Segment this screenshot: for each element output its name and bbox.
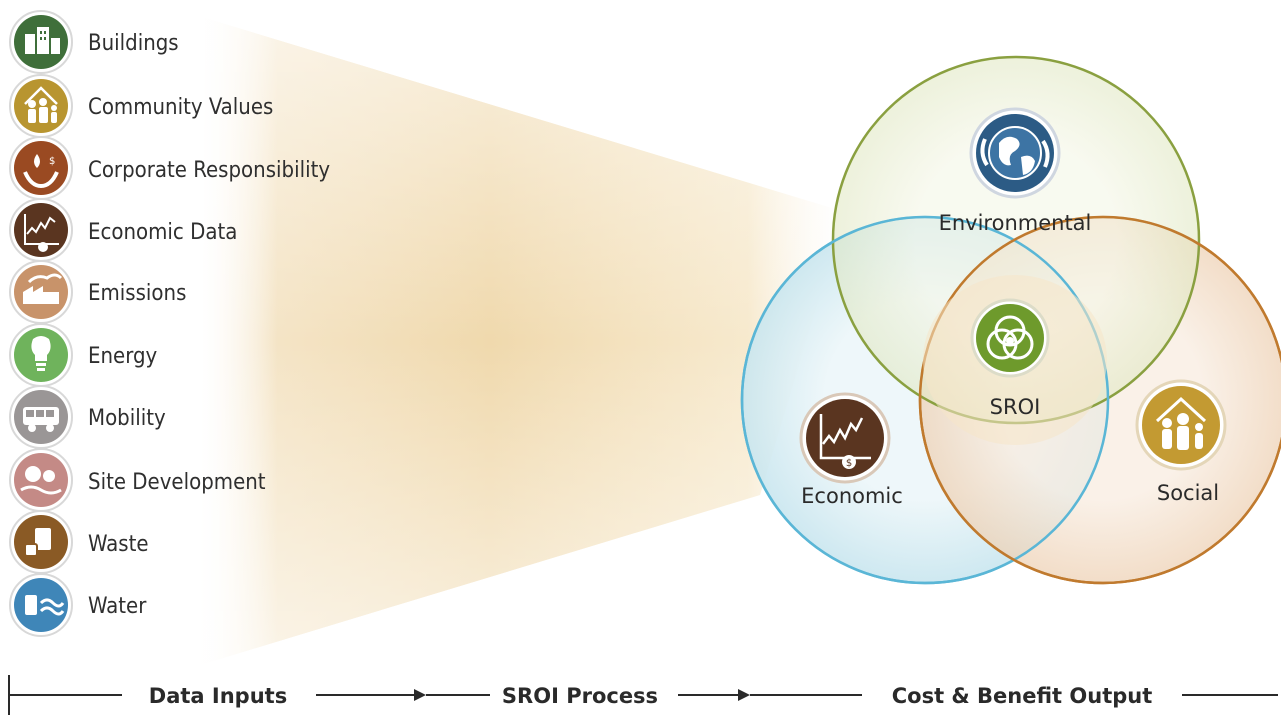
community-icon [9,74,73,138]
input-item: $ Corporate Responsibility [9,136,330,200]
economic-outline [740,215,1110,585]
timeline-arrow [738,689,750,701]
bus-icon [9,385,73,449]
environmental-label: Environmental [939,211,1092,235]
input-item: Economic Data [9,198,237,262]
input-label: Emissions [88,281,186,306]
economic-chart-icon: $ [799,392,891,484]
water-icon [9,573,73,637]
factory-icon [9,260,73,324]
input-label: Waste [88,532,149,557]
stage-cost-benefit-output: Cost & Benefit Output [892,684,1153,708]
input-label: Energy [88,344,158,369]
input-item: Buildings [9,10,179,74]
sroi-icon [970,298,1050,378]
input-item: Community Values [9,74,273,138]
sroi-label: SROI [990,395,1041,419]
hands-icon: $ [9,136,73,200]
economic-label: Economic [801,484,903,508]
input-label: Water [88,594,147,619]
social-outline [918,215,1281,585]
globe-icon [969,107,1061,199]
input-item: Site Development [9,448,266,512]
svg-text:$: $ [846,458,852,469]
buildings-icon [9,10,73,74]
input-label: Buildings [88,31,179,56]
economic-chart-icon [9,198,73,262]
input-item: Emissions [9,260,186,324]
input-label: Community Values [88,95,273,120]
venn-diagram: Environmental SROI $ Economic [740,55,1281,585]
input-label: Site Development [88,470,266,495]
lightbulb-icon [9,323,73,387]
input-label: Economic Data [88,220,237,245]
stage-data-inputs: Data Inputs [149,684,287,708]
svg-text:$: $ [49,156,55,167]
process-timeline: Data Inputs SROI Process Cost & Benefit … [8,675,1278,715]
input-label: Corporate Responsibility [88,158,330,183]
input-label: Mobility [88,406,166,431]
input-item: Energy [9,323,158,387]
stage-sroi-process: SROI Process [502,684,658,708]
input-funnel [200,18,845,665]
data-input-list: Buildings Community Values $ Cor [9,10,330,637]
waste-icon [9,510,73,574]
input-item: Water [9,573,147,637]
timeline-arrow [414,689,426,701]
input-item: Mobility [9,385,166,449]
site-icon [9,448,73,512]
community-icon [1135,379,1227,471]
input-item: Waste [9,510,149,574]
social-label: Social [1157,481,1219,505]
